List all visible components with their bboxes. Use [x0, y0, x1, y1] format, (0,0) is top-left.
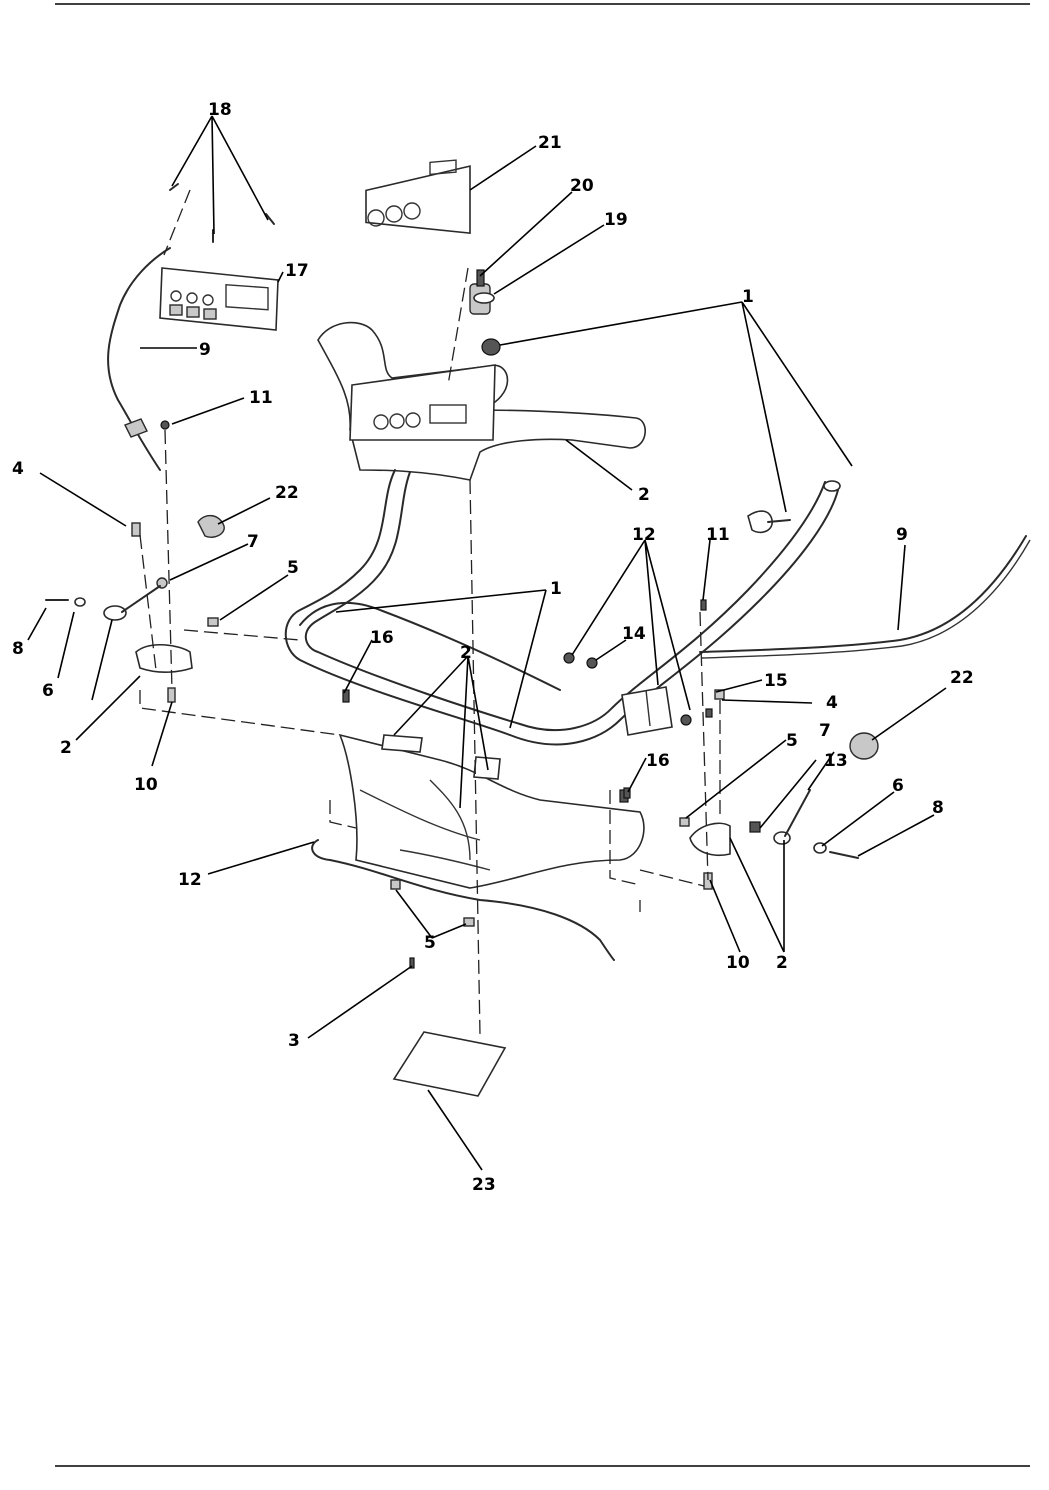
callout-10-right: 10	[726, 953, 750, 973]
callout-2-right: 2	[776, 953, 788, 973]
frame-tube-part-1	[284, 469, 841, 746]
callout-7-left: 7	[247, 532, 259, 552]
callout-23: 23	[472, 1175, 496, 1195]
callout-17: 17	[285, 261, 309, 281]
callout-15: 15	[764, 671, 788, 691]
callout-16-bottom: 16	[646, 751, 670, 771]
callout-11-right: 11	[706, 525, 730, 545]
callout-8-right: 8	[932, 798, 944, 818]
callout-3: 3	[288, 1031, 300, 1051]
callout-labels: 18 21 20 19 17 1 9 11 4 22 2 7 5 8 6 2 1…	[12, 100, 974, 1195]
callout-11-left: 11	[249, 388, 273, 408]
callout-7-right: 7	[819, 721, 831, 741]
callout-22-right: 22	[950, 668, 974, 688]
callout-16-top: 16	[370, 628, 394, 648]
callout-6-right: 6	[892, 776, 904, 796]
callout-2-left: 2	[60, 738, 72, 758]
leader-lines	[27, 115, 947, 1171]
callout-8-left: 8	[12, 639, 24, 659]
callout-20: 20	[570, 176, 594, 196]
cable-part-9-right	[699, 535, 1027, 653]
handlebar-part-2	[317, 321, 646, 481]
left-bracket-part-2	[135, 644, 193, 673]
callout-4-right: 4	[826, 693, 838, 713]
callout-21: 21	[538, 133, 562, 153]
callout-12-bottom: 12	[178, 870, 202, 890]
callout-1-mid: 1	[550, 579, 562, 599]
callout-12-top: 12	[632, 525, 656, 545]
callout-1-top: 1	[742, 287, 754, 307]
callout-13: 13	[824, 751, 848, 771]
callout-9-left: 9	[199, 340, 211, 360]
alignment-lines	[139, 189, 721, 1036]
callout-2-mid: 2	[460, 643, 472, 663]
cable-part-9-right-inner	[701, 539, 1031, 659]
callout-5-right: 5	[786, 731, 798, 751]
callout-6-left: 6	[42, 681, 54, 701]
manual-sheet-part-23	[392, 1031, 507, 1097]
callout-4-left: 4	[12, 459, 24, 479]
callout-2-handlebar: 2	[638, 485, 650, 505]
callout-5-left: 5	[287, 558, 299, 578]
callout-9-right: 9	[896, 525, 908, 545]
right-bracket-part-2	[689, 822, 731, 856]
chassis-base	[338, 733, 645, 889]
lower-tube-part-12	[311, 839, 615, 961]
callout-5-bottom: 5	[424, 933, 436, 953]
knob-part-1-top	[481, 338, 501, 356]
callout-18: 18	[208, 100, 232, 120]
callout-22-left: 22	[275, 483, 299, 503]
screws-part-18	[169, 183, 275, 243]
callout-14: 14	[622, 624, 646, 644]
hardware-bits	[45, 420, 879, 969]
overlay-decal-part-21	[365, 159, 471, 235]
callout-10-left: 10	[134, 775, 158, 795]
key-switch-part-20	[469, 269, 495, 315]
control-panel-part-17	[159, 267, 279, 331]
cable-end-left	[124, 418, 148, 438]
callout-19: 19	[604, 210, 628, 230]
